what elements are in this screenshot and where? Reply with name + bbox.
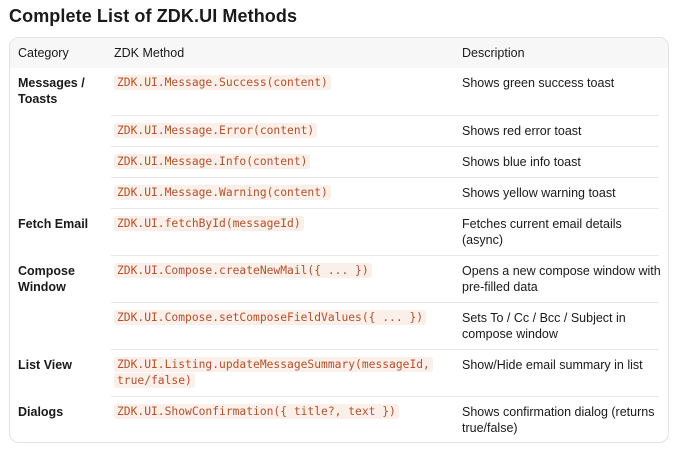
row-divider (111, 302, 659, 303)
row-divider (111, 115, 659, 116)
table-row: ZDK.UI.Message.Warning(content) Shows ye… (10, 178, 668, 209)
method-code: ZDK.UI.Compose.setComposeFieldValues({ .… (114, 310, 427, 325)
row-divider (111, 177, 659, 178)
row-description: Sets To / Cc / Bcc / Subject in compose … (462, 311, 626, 341)
row-method: ZDK.UI.fetchById(messageId) (114, 216, 459, 232)
row-method: ZDK.UI.Message.Warning(content) (114, 185, 459, 201)
method-code: ZDK.UI.Compose.createNewMail({ ... }) (114, 263, 372, 278)
table-row: Dialogs ZDK.UI.ShowConfirmation({ title?… (10, 397, 668, 442)
row-method: ZDK.UI.Message.Success(content) (114, 75, 459, 91)
method-code: ZDK.UI.ShowConfirmation({ title?, text }… (114, 404, 399, 419)
row-method: ZDK.UI.Listing.updateMessageSummary(mess… (114, 357, 459, 389)
methods-table: Category ZDK Method Description Messages… (9, 37, 669, 443)
table-row: ZDK.UI.Message.Error(content) Shows red … (10, 116, 668, 147)
method-code: ZDK.UI.Message.Error(content) (114, 123, 318, 138)
row-description: Shows yellow warning toast (462, 186, 616, 200)
row-method: ZDK.UI.Message.Error(content) (114, 123, 459, 139)
header-description: Description (462, 46, 525, 60)
row-description: Fetches current email details (async) (462, 217, 622, 247)
row-divider (111, 255, 659, 256)
row-category: Fetch Email (18, 217, 89, 231)
table-row: Compose Window ZDK.UI.Compose.createNewM… (10, 256, 668, 303)
row-description: Shows confirmation dialog (returns true/… (462, 405, 655, 435)
table-header: Category ZDK Method Description (10, 38, 668, 68)
row-description: Shows blue info toast (462, 155, 581, 169)
table-row: ZDK.UI.Message.Info(content) Shows blue … (10, 147, 668, 178)
row-category: Messages / Toasts (18, 76, 85, 106)
method-code: ZDK.UI.fetchById(messageId) (114, 216, 304, 231)
row-divider (111, 146, 659, 147)
method-code: ZDK.UI.Listing.updateMessageSummary(mess… (114, 357, 433, 388)
method-code: ZDK.UI.Message.Warning(content) (114, 185, 331, 200)
table-row: ZDK.UI.Compose.setComposeFieldValues({ .… (10, 303, 668, 350)
row-description: Show/Hide email summary in list (462, 358, 643, 372)
row-method: ZDK.UI.Compose.createNewMail({ ... }) (114, 263, 459, 279)
method-code: ZDK.UI.Message.Info(content) (114, 154, 311, 169)
row-description: Shows red error toast (462, 124, 582, 138)
row-divider (111, 208, 659, 209)
row-method: ZDK.UI.ShowConfirmation({ title?, text }… (114, 404, 459, 420)
row-category: List View (18, 358, 72, 372)
row-category: Compose Window (18, 264, 75, 294)
row-divider (111, 396, 659, 397)
method-code: ZDK.UI.Message.Success(content) (114, 75, 331, 90)
row-description: Shows green success toast (462, 76, 615, 90)
row-category: Dialogs (18, 405, 64, 419)
row-description: Opens a new compose window with pre-fill… (462, 264, 661, 294)
table-row: Fetch Email ZDK.UI.fetchById(messageId) … (10, 209, 668, 256)
row-method: ZDK.UI.Message.Info(content) (114, 154, 459, 170)
table-row: List View ZDK.UI.Listing.updateMessageSu… (10, 350, 668, 397)
row-method: ZDK.UI.Compose.setComposeFieldValues({ .… (114, 310, 459, 326)
header-category: Category (18, 46, 69, 60)
table-row: Messages / Toasts ZDK.UI.Message.Success… (10, 68, 668, 116)
header-method: ZDK Method (114, 46, 185, 60)
row-divider (111, 349, 659, 350)
page-title: Complete List of ZDK.UI Methods (9, 6, 298, 26)
